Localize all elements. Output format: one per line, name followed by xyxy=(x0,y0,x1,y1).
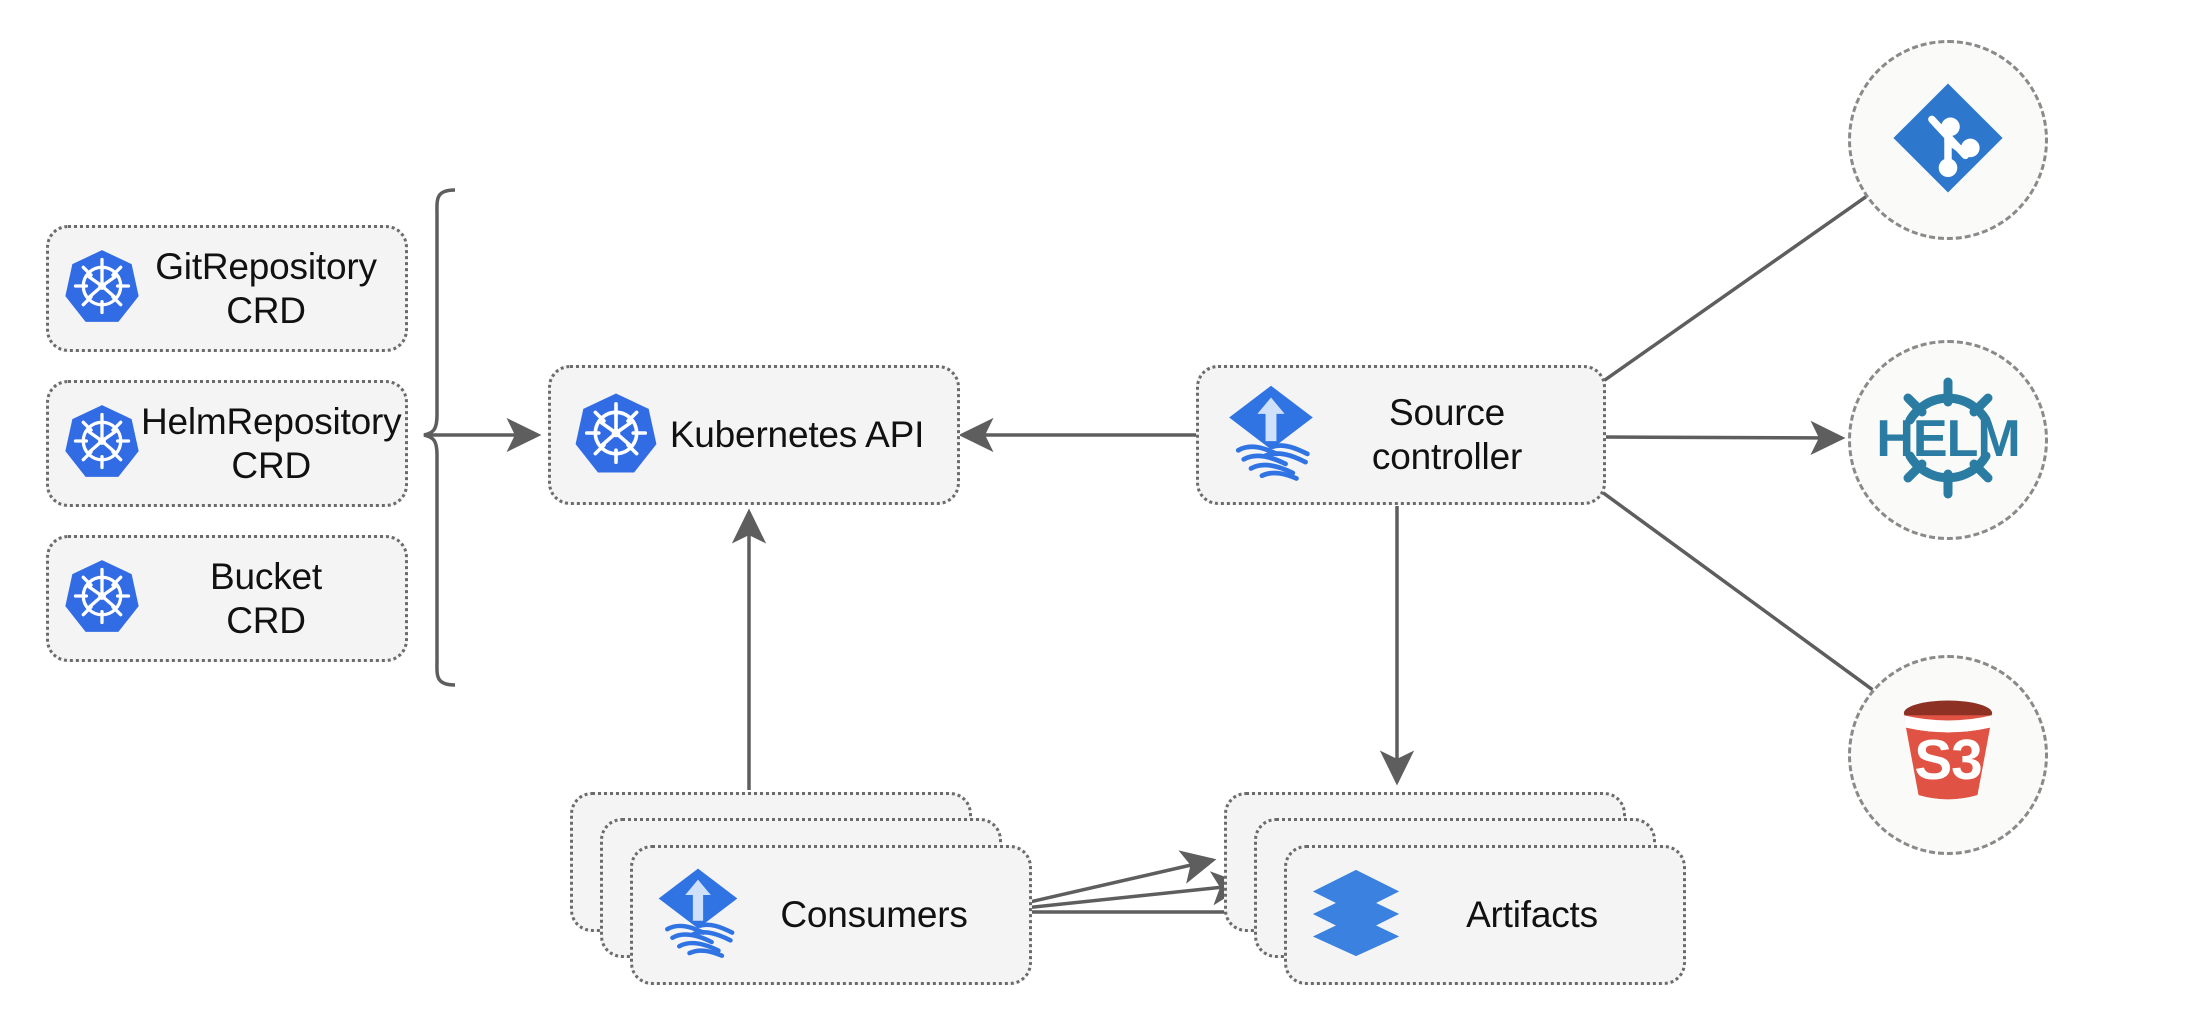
kubernetes-icon xyxy=(63,247,141,330)
git-icon xyxy=(1886,76,2010,205)
crd-node-label: Bucket CRD xyxy=(210,555,322,641)
s3-label: S3 xyxy=(1914,729,1981,792)
layers-icon xyxy=(1309,868,1403,963)
node-label-artifacts: Artifacts xyxy=(1466,894,1598,936)
node-label-kubernetes-api: Kubernetes API xyxy=(669,414,925,456)
crd-node-bucket[interactable]: Bucket CRD xyxy=(46,535,408,662)
crd-group-brace xyxy=(423,188,456,687)
kubernetes-icon xyxy=(63,557,141,640)
crd-node-helmrepository[interactable]: HelmRepository CRD xyxy=(46,380,408,507)
crd-node-gitrepository[interactable]: GitRepository CRD xyxy=(46,225,408,352)
flux-icon xyxy=(655,866,741,965)
kubernetes-icon xyxy=(63,402,141,485)
kubernetes-icon xyxy=(573,390,659,481)
node-helm-source[interactable]: HELM xyxy=(1848,340,2048,540)
node-kubernetes-api[interactable]: Kubernetes API xyxy=(548,365,960,505)
crd-node-label: HelmRepository CRD xyxy=(141,400,402,486)
node-label-source-controller: Source controller xyxy=(1371,392,1523,477)
node-s3-source[interactable]: S3 xyxy=(1848,655,2048,855)
node-artifacts[interactable]: Artifacts xyxy=(1284,845,1686,985)
helm-label: HELM xyxy=(1878,410,2018,468)
node-consumers[interactable]: Consumers xyxy=(630,845,1032,985)
node-label-consumers: Consumers xyxy=(780,894,968,936)
node-git-source[interactable] xyxy=(1848,40,2048,240)
crd-node-label: GitRepository CRD xyxy=(155,245,377,331)
edge-source-to-helm xyxy=(1601,420,1846,456)
helm-icon: HELM xyxy=(1876,368,2021,513)
flux-icon xyxy=(1225,383,1317,488)
node-source-controller[interactable]: Source controller xyxy=(1196,365,1606,505)
s3-icon: S3 xyxy=(1885,690,2011,821)
